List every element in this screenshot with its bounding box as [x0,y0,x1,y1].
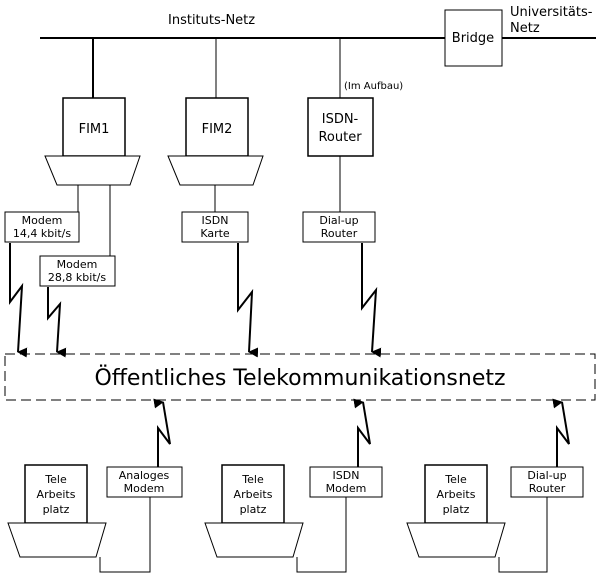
lightning-link-isdn-modem [353,398,371,467]
station-3-label-1: Tele [444,473,467,486]
modem-28k-label-2: 28,8 kbit/s [48,271,106,284]
institute-net-label: Instituts-Netz [168,13,255,28]
dialup-router-bottom-label-1: Dial-up [527,469,566,482]
analog-modem-label-1: Analoges [119,469,170,482]
institute-net: Instituts-Netz [40,13,596,39]
lightning-link-dialup-router-top [361,243,382,358]
station-2-cable [296,497,347,573]
isdn-modem-label-2: Modem [326,482,367,495]
fim2-label: FIM2 [202,122,233,137]
isdn-modem-label-1: ISDN [333,469,360,482]
fim1-label: FIM1 [79,122,110,137]
station-1-label-1: Tele [44,473,67,486]
modem-28k-box [39,255,116,287]
public-net-label: Öffentliches Telekommunikationsnetz [94,365,505,391]
modem-14k-label-2: 14,4 kbit/s [13,227,71,240]
lightning-link-isdn-card [237,243,259,358]
analog-modem-box [106,466,183,498]
station-1-label-3: platz [43,503,70,516]
station-2-label-3: platz [240,503,267,516]
modem-28k: Modem 28,8 kbit/s [39,255,116,287]
fim2-base [167,155,264,186]
lightning-link-dialup-router-bottom [552,398,570,467]
bridge-label: Bridge [452,31,494,46]
dialup-router-top-box [302,211,376,243]
station-2-base [204,522,304,558]
fim2-monitor [185,97,249,157]
station-3-base [406,522,506,558]
dialup-router-top: Dial-up Router [302,211,376,243]
station-3-monitor [424,464,488,524]
station-2-label-1: Tele [241,473,264,486]
isdn-router-label-1: ISDN- [322,112,359,127]
dialup-router-top-label-1: Dial-up [319,214,358,227]
fim2-server: FIM2 [167,38,264,186]
telework-station-2: Tele Arbeits platz ISDN Modem [204,464,383,573]
station-3-label-3: platz [443,503,470,516]
modem-14k-box [4,211,80,243]
fim1-monitor [62,97,126,157]
isdn-card-box [181,211,249,243]
modem-14k-label-1: Modem [22,214,63,227]
fim1-server: FIM1 [44,38,141,186]
telework-station-3: Tele Arbeits platz Dial-up Router [406,464,584,573]
station-1-label-2: Arbeits [37,488,76,501]
fim1-base [44,155,141,186]
isdn-modem-box [309,466,383,498]
dialup-router-top-label-2: Router [321,227,358,240]
isdn-card-label-2: Karte [200,227,230,240]
dialup-router-bottom-box [510,466,584,498]
lightning-link-modem-28k [47,287,67,358]
analog-modem-label-2: Modem [124,482,165,495]
bridge-box [444,9,503,67]
university-net-label-2: Netz [510,21,540,36]
station-1-base [7,522,107,558]
telework-station-1: Tele Arbeits platz Analoges Modem [7,464,183,573]
in-progress-label: (Im Aufbau) [344,81,403,92]
public-net-dashed-box [4,353,596,401]
isdn-router: (Im Aufbau) ISDN- Router [307,38,403,157]
dialup-router-bottom-label-2: Router [529,482,566,495]
university-net-label-1: Universitäts- [510,5,593,20]
station-2-monitor [221,464,285,524]
isdn-card: ISDN Karte [181,211,249,243]
isdn-router-label-2: Router [318,130,362,145]
station-1-cable [99,497,151,573]
lightning-link-analog-modem [153,398,171,467]
station-3-label-2: Arbeits [437,488,476,501]
station-3-cable [498,497,548,573]
public-telecom-network: Öffentliches Telekommunikationsnetz [4,353,596,401]
isdn-card-label-1: ISDN [202,214,229,227]
station-1-monitor [24,464,88,524]
bridge: Bridge Universitäts- Netz [444,5,593,67]
lightning-link-modem-14k [9,243,28,358]
modem-14k: Modem 14,4 kbit/s [4,211,80,243]
station-2-label-2: Arbeits [234,488,273,501]
isdn-router-box [307,97,374,157]
modem-28k-label-1: Modem [57,258,98,271]
